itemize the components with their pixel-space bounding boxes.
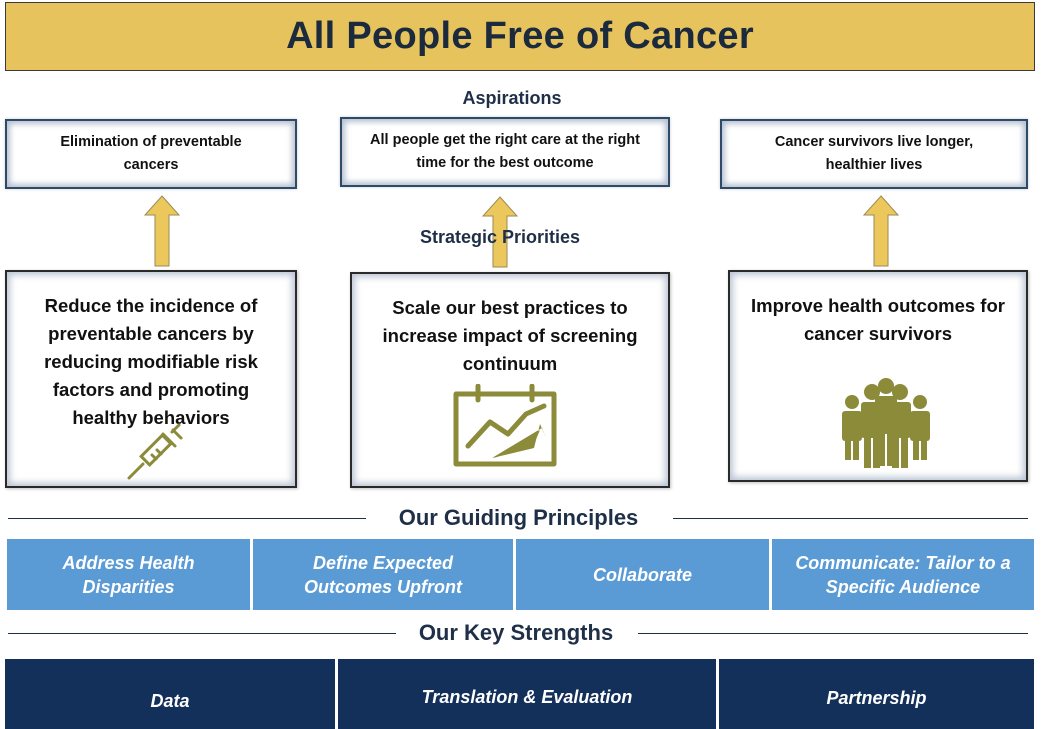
principle-label-3: Collaborate xyxy=(592,564,693,585)
up-arrow-icon xyxy=(482,196,518,268)
principle-address-health-disparities: Address Health Disparities xyxy=(7,539,250,610)
principle-collaborate: Collaborate xyxy=(516,539,769,610)
people-group-icon xyxy=(836,378,936,470)
priority-text-1: Reduce the incidence of preventable canc… xyxy=(44,295,258,428)
aspiration-box-1: Elimination of preventable cancers xyxy=(5,119,297,189)
title-banner: All People Free of Cancer xyxy=(5,2,1035,71)
strength-partnership: Partnership xyxy=(719,659,1034,729)
strength-data: Data xyxy=(5,659,335,729)
strength-label-1: Data xyxy=(150,690,190,711)
principle-label-2: Define Expected Outcomes Upfront xyxy=(303,552,462,597)
up-arrow-icon xyxy=(144,195,180,267)
divider-line xyxy=(673,518,1028,519)
principle-communicate: Communicate: Tailor to a Specific Audien… xyxy=(772,539,1034,610)
strength-label-3: Partnership xyxy=(826,687,927,708)
calendar-chart-icon xyxy=(450,383,562,470)
divider-line xyxy=(8,633,396,634)
divider-line xyxy=(8,518,366,519)
principle-define-expected-outcomes: Define Expected Outcomes Upfront xyxy=(253,539,513,610)
up-arrow-icon xyxy=(863,195,899,267)
priority-box-1: Reduce the incidence of preventable canc… xyxy=(5,270,297,488)
page-title: All People Free of Cancer xyxy=(286,15,754,57)
aspiration-box-3: Cancer survivors live longer, healthier … xyxy=(720,119,1028,189)
priority-text-2: Scale our best practices to increase imp… xyxy=(382,297,638,374)
principle-label-1: Address Health Disparities xyxy=(62,552,195,597)
aspiration-text-3: Cancer survivors live longer, healthier … xyxy=(774,134,974,173)
priority-text-3: Improve health outcomes for cancer survi… xyxy=(751,295,1005,344)
strength-translation-evaluation: Translation & Evaluation xyxy=(338,659,716,729)
aspiration-text-2: All people get the right care at the rig… xyxy=(370,132,640,171)
priority-box-3: Improve health outcomes for cancer survi… xyxy=(728,270,1028,482)
guiding-principles-heading: Our Guiding Principles xyxy=(398,505,639,530)
principle-label-4: Communicate: Tailor to a Specific Audien… xyxy=(795,552,1011,597)
aspiration-box-2: All people get the right care at the rig… xyxy=(340,117,670,187)
key-strengths-heading: Our Key Strengths xyxy=(418,620,614,645)
aspirations-heading: Aspirations xyxy=(462,88,562,108)
priority-box-2: Scale our best practices to increase imp… xyxy=(350,272,670,488)
strategic-priorities-heading: Strategic Priorities xyxy=(419,227,581,247)
divider-line xyxy=(638,633,1028,634)
strength-label-2: Translation & Evaluation xyxy=(421,686,633,707)
syringe-icon xyxy=(125,422,187,482)
aspiration-text-1: Elimination of preventable cancers xyxy=(60,134,242,173)
